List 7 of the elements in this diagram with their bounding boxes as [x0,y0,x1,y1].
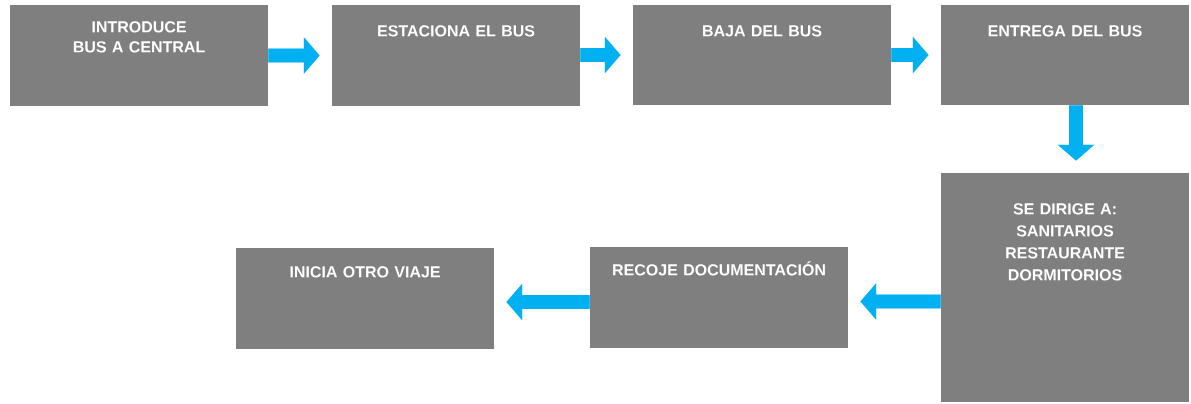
process-box: INTRODUCE BUS A CENTRAL [10,5,268,106]
process-box: RECOJE DOCUMENTACIÓN [590,247,848,348]
process-box: BAJA DEL BUS [633,5,891,105]
process-box: ESTACIONA EL BUS [332,5,580,106]
process-box: ENTREGA DEL BUS [941,5,1189,105]
process-box: SE DIRIGE A: SANITARIOS RESTAURANTE DORMITORIOS [941,173,1189,402]
process-box: INICIA OTRO VIAJE [236,248,494,349]
